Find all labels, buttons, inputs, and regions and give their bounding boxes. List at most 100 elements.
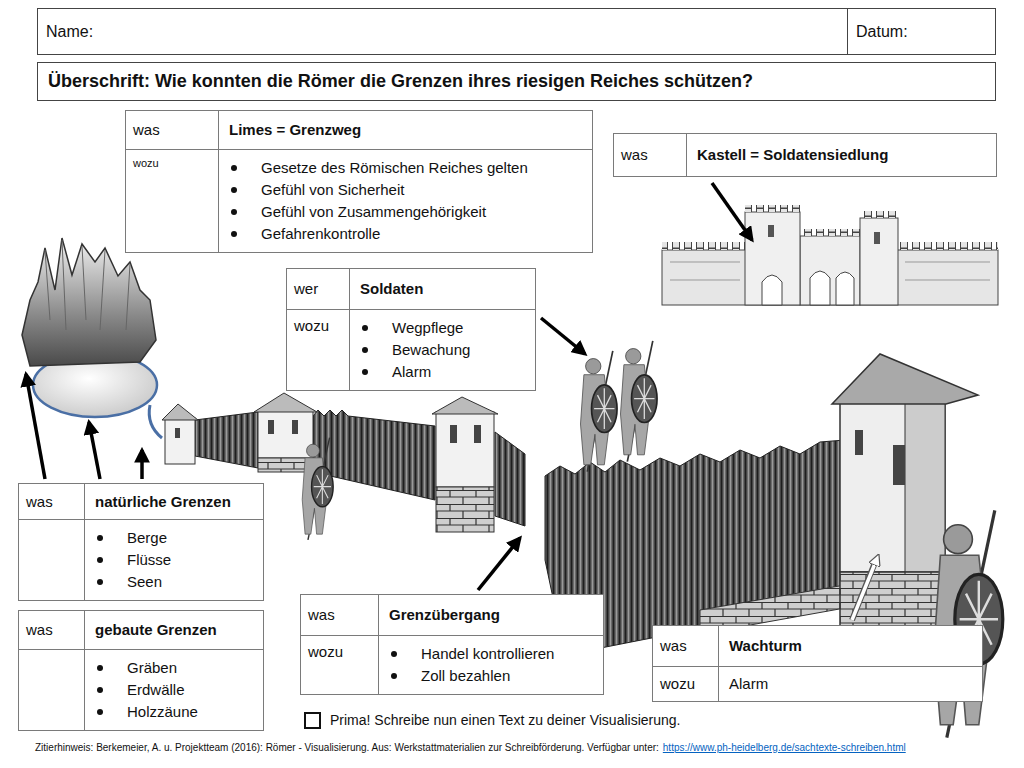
bullet-row: Wegpflege: [356, 317, 529, 339]
table-header: gebaute Grenzen: [95, 620, 217, 640]
leader-arrows-line: [541, 318, 585, 354]
kastell-drawing-path: [836, 272, 854, 305]
date-field: Datum:: [847, 8, 996, 55]
row-label: wozu: [294, 316, 342, 336]
bullet-dot: [362, 325, 368, 331]
watchtower-table: wasWachturmwozuAlarm: [652, 625, 983, 702]
label-cell: wozu: [126, 149, 219, 252]
content-cell: WegpflegeBewachungAlarm: [350, 309, 535, 390]
content-cell: GräbenErdwälleHolzzäune: [85, 649, 263, 730]
big-watchtower-rect: [905, 400, 945, 572]
title-text: Überschrift: Wie konnten die Römer die G…: [48, 71, 753, 92]
big-watchtower-rect: [840, 400, 945, 572]
small-watchtowers-rect: [175, 428, 180, 438]
field-label: Datum:: [856, 22, 908, 42]
bullet-item: Gefühl von Sicherheit: [261, 179, 586, 201]
bullet-dot: [97, 579, 103, 585]
checkbox: [305, 713, 320, 728]
row-label: wozu: [133, 156, 211, 170]
bullet-dot: [362, 347, 368, 353]
small-watchtowers-polygon: [162, 404, 198, 420]
bullet-row: Berge: [91, 527, 257, 549]
bullet-item: Gefahrenkontrolle: [261, 223, 586, 245]
bullet-row: Gefahrenkontrolle: [225, 223, 586, 245]
small-watchtowers-rect: [474, 425, 481, 443]
bullet-item: Zoll bezahlen: [421, 665, 597, 687]
soldiers-use: [621, 341, 658, 462]
bullet-row: Gefühl von Sicherheit: [225, 179, 586, 201]
label-cell: was: [126, 111, 219, 149]
leader-arrows-line: [26, 374, 45, 479]
bullet-item: Alarm: [392, 361, 529, 383]
content-cell: Limes = Grenzweg: [219, 111, 592, 149]
leader-arrows-line: [478, 538, 520, 590]
small-watchtowers-rect: [268, 420, 274, 434]
big-watchtower-polygon: [832, 354, 978, 404]
label-cell: was: [301, 595, 379, 635]
limes-table: was Limes = Grenzweg wozu Gesetze des Römis…: [125, 110, 593, 253]
limes-fence-polygon: [495, 432, 525, 526]
instruction-note: Prima! Schreibe nun einen Text zu deiner…: [330, 712, 680, 728]
table-header: Limes = Grenzweg: [229, 120, 361, 140]
title-box: Überschrift: Wie konnten die Römer die G…: [37, 62, 996, 101]
kastell-drawing-rect: [860, 211, 898, 218]
bullet-dot: [231, 165, 237, 171]
built-borders-table: wasgebaute GrenzenGräbenErdwälleHolzzäun…: [18, 610, 264, 731]
bullet-dot: [391, 673, 397, 679]
mountain-path: [45, 240, 130, 330]
label-cell: was: [19, 484, 85, 519]
kastell-drawing-rect: [860, 218, 898, 305]
limes-fence-polygon: [195, 412, 258, 468]
mountain: [22, 238, 156, 366]
row-label: wer: [294, 279, 318, 299]
content-cell: Gesetze des Römischen Reiches geltenGefü…: [219, 149, 592, 252]
kastell-drawing-rect: [874, 232, 880, 244]
field-label: Name:: [46, 22, 93, 42]
table-header: Soldaten: [360, 279, 423, 299]
bullet-row: Alarm: [356, 361, 529, 383]
cell-text: Alarm: [729, 673, 768, 695]
bullet-dot: [391, 651, 397, 657]
row-label: was: [308, 605, 335, 625]
kastell-drawing-rect: [745, 205, 800, 212]
label-cell: wer: [287, 269, 350, 309]
label-cell: wozu: [287, 309, 350, 390]
bullet-dot: [231, 187, 237, 193]
kastell-table: wasKastell = Soldatensiedlung: [613, 133, 997, 177]
bullet-item: Wegpflege: [392, 317, 529, 339]
row-label: was: [133, 120, 160, 140]
bullet-dot: [97, 665, 103, 671]
kastell-drawing-path: [670, 262, 990, 280]
small-watchtowers-polygon: [254, 393, 317, 412]
bullet-item: Seen: [127, 571, 257, 593]
checkbox-rect: [305, 713, 320, 728]
kastell-drawing-rect: [800, 229, 860, 236]
leader-arrows-line: [852, 556, 878, 620]
border-crossing-table: wasGrenzübergangwozuHandel kontrollieren…: [300, 594, 604, 695]
bullet-item: Bewachung: [392, 339, 529, 361]
label-cell: wozu: [653, 666, 719, 701]
kastell-drawing-path: [810, 271, 830, 305]
bullet-item: Gefühl von Zusammengehörigkeit: [261, 201, 586, 223]
bullet-dot: [97, 535, 103, 541]
bullet-row: Seen: [91, 571, 257, 593]
label-cell: [19, 519, 85, 600]
label-cell: wozu: [301, 635, 379, 694]
big-watchtower-rect: [893, 445, 905, 485]
row-label: was: [621, 145, 648, 165]
soldaten-table: wer Soldaten wozu WegpflegeBewachungAlarm: [286, 268, 536, 391]
bullet-row: Handel kontrollieren: [385, 643, 597, 665]
bullet-item: Berge: [127, 527, 257, 549]
kastell-drawing-rect: [768, 225, 774, 237]
label-cell: was: [653, 626, 719, 666]
bullet-dot: [97, 557, 103, 563]
mountain-path: [22, 238, 156, 366]
row-label: was: [660, 636, 687, 656]
soldiers-use: [581, 351, 618, 472]
leader-arrows-line: [89, 422, 100, 479]
small-watchtowers-rect: [436, 412, 494, 487]
leader-arrows-line: [712, 183, 752, 240]
content-cell: Handel kontrollierenZoll bezahlen: [379, 635, 603, 694]
bullet-dot: [97, 687, 103, 693]
